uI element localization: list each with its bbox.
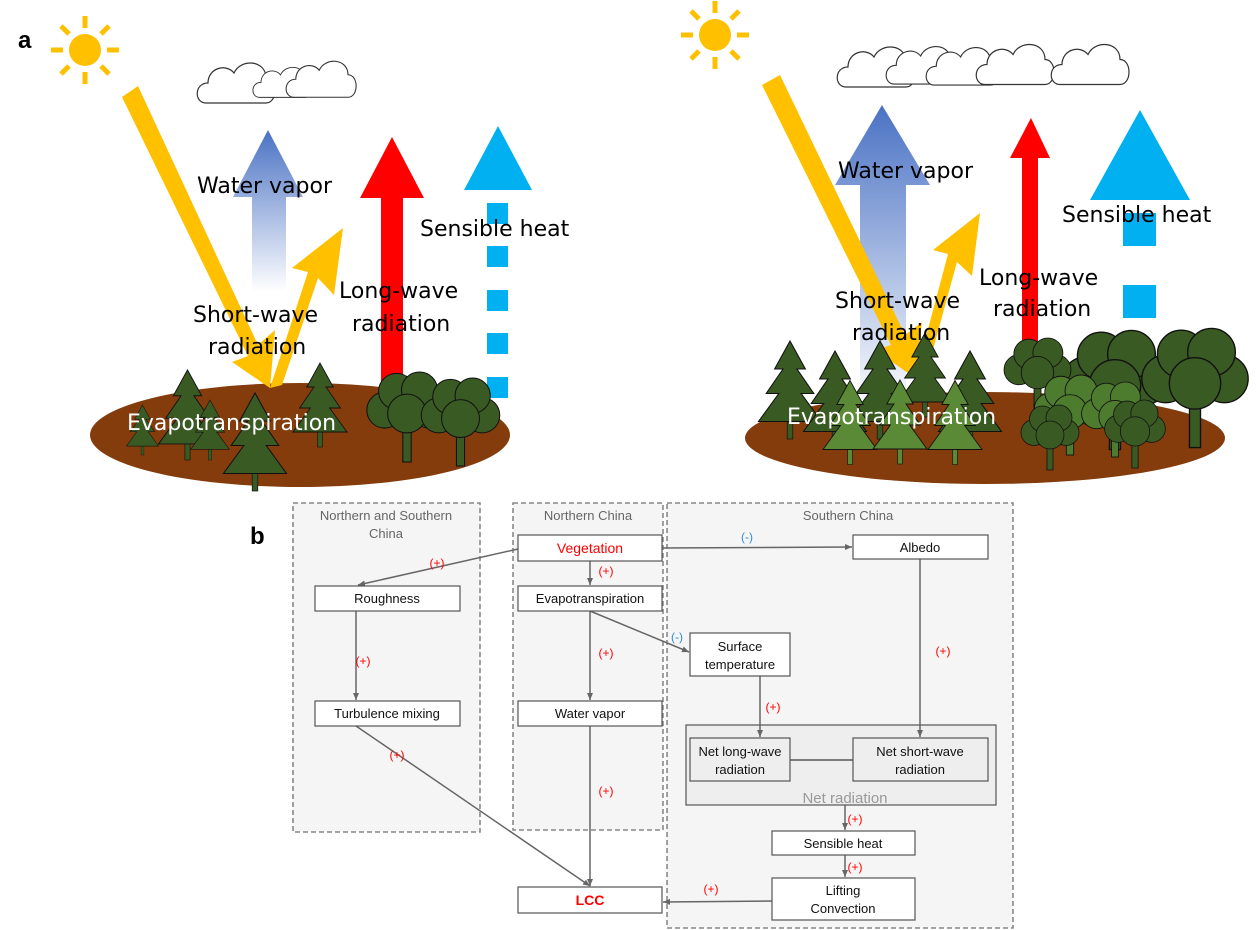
sign-veg-evap: (+) xyxy=(599,564,614,578)
node-water-vapor: Water vapor xyxy=(517,700,663,727)
sign-veg-albedo: (-) xyxy=(741,530,753,544)
long-wave-arrow xyxy=(1010,118,1050,372)
sun-icon xyxy=(681,1,749,69)
node-label: Albedo xyxy=(900,540,940,555)
right-scene: Water vapor Sensible heat Short-wave rad… xyxy=(681,1,1249,484)
node-label: Net long-wave xyxy=(698,744,781,759)
label-water-vapor: Water vapor xyxy=(197,174,333,199)
panel-label-b: b xyxy=(250,523,265,550)
node-label: Convection xyxy=(810,901,875,916)
node-sensible-heat: Sensible heat xyxy=(771,830,916,856)
sun-icon xyxy=(51,16,119,84)
node-lifting-convection: Lifting Convection xyxy=(771,877,916,921)
node-label: Surface xyxy=(718,639,763,654)
panel-label-a: a xyxy=(18,27,32,54)
edge-signs: (+) (+) (-) (+) (+) (-) (+) (+) (+) (+) … xyxy=(356,530,951,896)
short-wave-arrow xyxy=(122,86,343,388)
panel-b: b Northern and Southern China Northern C… xyxy=(250,502,1014,929)
sign-veg-rough: (+) xyxy=(430,556,445,570)
sign-albedo-short: (+) xyxy=(936,644,951,658)
clouds xyxy=(836,43,1130,88)
group-title-south: Southern China xyxy=(803,508,894,523)
group-title-north: Northern China xyxy=(544,508,633,523)
label-long-wave-2: radiation xyxy=(993,297,1091,322)
label-short-wave-2: radiation xyxy=(208,335,306,360)
water-vapor-arrow xyxy=(233,130,303,292)
panel-a: a xyxy=(18,1,1249,492)
label-long-wave-1: Long-wave xyxy=(339,279,458,304)
node-label: Lifting xyxy=(826,883,861,898)
water-vapor-arrow xyxy=(835,105,930,410)
node-lcc: LCC xyxy=(517,886,663,914)
group-south xyxy=(666,502,1014,929)
node-label: radiation xyxy=(895,762,945,777)
group-north-south xyxy=(292,502,481,833)
label-short-wave-2: radiation xyxy=(852,321,950,346)
sign-rough-turb: (+) xyxy=(356,654,371,668)
sign-evap-wv: (+) xyxy=(599,646,614,660)
label-water-vapor: Water vapor xyxy=(838,159,974,184)
clouds xyxy=(196,60,357,104)
net-radiation-label: Net radiation xyxy=(802,790,887,807)
arrows xyxy=(353,544,923,905)
sign-net-sens: (+) xyxy=(848,812,863,826)
sign-turb-lcc: (+) xyxy=(390,748,405,762)
node-label: temperature xyxy=(705,657,775,672)
left-scene: Water vapor Sensible heat Short-wave rad… xyxy=(51,16,570,492)
node-turbulence-mixing: Turbulence mixing xyxy=(314,700,461,727)
node-net-long-wave: Net long-wave radiation xyxy=(689,737,791,782)
node-label: Turbulence mixing xyxy=(334,706,440,721)
node-label: Roughness xyxy=(354,591,420,606)
node-label: Water vapor xyxy=(555,706,626,721)
group-title-north-south-2: China xyxy=(369,526,404,541)
node-label: Sensible heat xyxy=(804,836,883,851)
sign-sens-lift: (+) xyxy=(848,860,863,874)
sign-surf-long: (+) xyxy=(766,700,781,714)
label-short-wave-1: Short-wave xyxy=(835,289,960,314)
group-title-north-south-1: Northern and Southern xyxy=(320,508,452,523)
long-wave-arrow xyxy=(360,137,424,388)
sensible-heat-arrow xyxy=(464,126,532,398)
label-short-wave-1: Short-wave xyxy=(193,303,318,328)
label-evapotranspiration: Evapotranspiration xyxy=(127,411,336,436)
node-albedo: Albedo xyxy=(852,534,989,560)
label-sensible-heat: Sensible heat xyxy=(1062,203,1212,228)
node-label: LCC xyxy=(576,892,605,908)
sign-evap-surf: (-) xyxy=(671,630,683,644)
label-long-wave-1: Long-wave xyxy=(979,266,1098,291)
sign-lift-lcc: (+) xyxy=(704,882,719,896)
sign-wv-lcc: (+) xyxy=(599,784,614,798)
label-evapotranspiration: Evapotranspiration xyxy=(787,405,996,430)
node-evapotranspiration: Evapotranspiration xyxy=(517,585,663,612)
label-long-wave-2: radiation xyxy=(352,312,450,337)
short-wave-arrow xyxy=(762,75,980,378)
node-roughness: Roughness xyxy=(314,585,461,612)
node-surface-temperature: Surface temperature xyxy=(689,632,791,677)
node-vegetation: Vegetation xyxy=(517,534,663,562)
label-sensible-heat: Sensible heat xyxy=(420,217,570,242)
node-label: Evapotranspiration xyxy=(536,591,644,606)
node-net-short-wave: Net short-wave radiation xyxy=(852,737,989,782)
node-label: Vegetation xyxy=(557,540,623,556)
node-label: radiation xyxy=(715,762,765,777)
node-label: Net short-wave xyxy=(876,744,963,759)
